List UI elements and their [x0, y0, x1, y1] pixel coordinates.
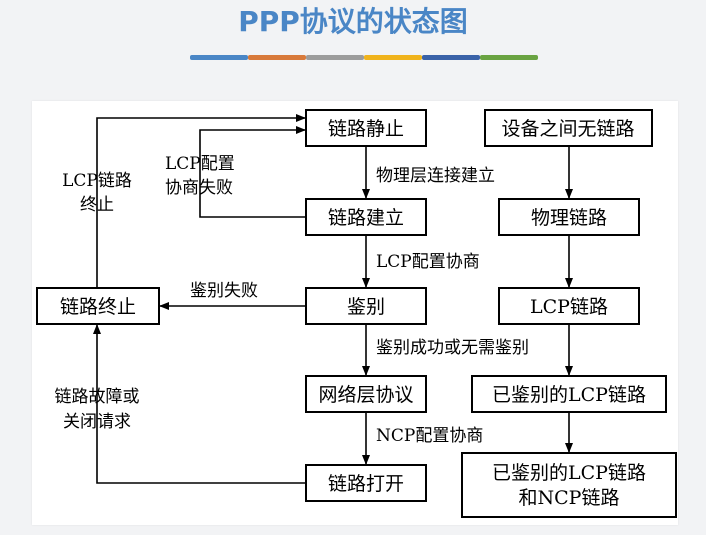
node-link-idle-label: 链路静止 — [328, 118, 404, 140]
node-authentication: 鉴别 — [305, 287, 427, 325]
label-lcp-fail-line2: 协商失败 — [165, 178, 233, 198]
label-auth-fail: 鉴别失败 — [190, 281, 258, 301]
label-physical-layer-connect: 物理层连接建立 — [376, 166, 495, 186]
node-physical-link: 物理链路 — [498, 198, 640, 236]
node-authentication-label: 鉴别 — [347, 296, 385, 318]
node-no-link-label: 设备之间无链路 — [501, 118, 634, 140]
node-auth-lcp-link: 已鉴别的LCP链路 — [471, 375, 667, 413]
node-link-idle: 链路静止 — [305, 109, 427, 147]
node-physical-link-label: 物理链路 — [531, 207, 607, 229]
node-link-established: 链路建立 — [305, 198, 427, 236]
edge-lcp-terminate-loop — [96, 114, 306, 288]
stripe-5 — [422, 55, 480, 60]
node-network-protocol-label: 网络层协议 — [318, 384, 413, 406]
label-lcp-negotiate: LCP配置协商 — [376, 252, 480, 272]
node-no-link: 设备之间无链路 — [484, 109, 653, 147]
page-title: PPP协议的状态图 — [238, 5, 468, 38]
edge-lcp-fail-loop — [199, 126, 306, 218]
node-auth-lcp-ncp-line1: 已鉴别的LCP链路 — [492, 462, 646, 484]
node-auth-lcp-link-label: 已鉴别的LCP链路 — [492, 384, 646, 406]
label-ncp-negotiate: NCP配置协商 — [376, 426, 483, 446]
node-link-open: 链路打开 — [305, 464, 427, 502]
stripe-3 — [306, 55, 364, 60]
node-network-protocol: 网络层协议 — [305, 375, 427, 413]
node-auth-lcp-ncp-line2: 和NCP链路 — [519, 487, 620, 509]
label-lcp-terminate-line2: 终止 — [80, 195, 114, 215]
stripe-1 — [190, 55, 248, 60]
node-auth-lcp-ncp-link: 已鉴别的LCP链路 和NCP链路 — [461, 452, 677, 518]
node-lcp-link-label: LCP链路 — [530, 296, 608, 318]
label-lcp-fail-line1: LCP配置 — [165, 154, 235, 174]
node-link-open-label: 链路打开 — [328, 473, 404, 495]
edge-fault-close — [93, 324, 306, 484]
stripe-4 — [364, 55, 422, 60]
node-link-terminate: 链路终止 — [36, 287, 160, 325]
label-lcp-terminate-line1: LCP链路 — [62, 171, 132, 191]
node-link-established-label: 链路建立 — [328, 207, 404, 229]
label-fault-line1: 链路故障或 — [55, 387, 140, 407]
label-fault-line2: 关闭请求 — [63, 412, 131, 432]
label-auth-success: 鉴别成功或无需鉴别 — [376, 338, 529, 358]
stripe-6 — [480, 55, 538, 60]
stripe-2 — [248, 55, 306, 60]
node-link-terminate-label: 链路终止 — [60, 296, 136, 318]
node-lcp-link: LCP链路 — [498, 287, 640, 325]
